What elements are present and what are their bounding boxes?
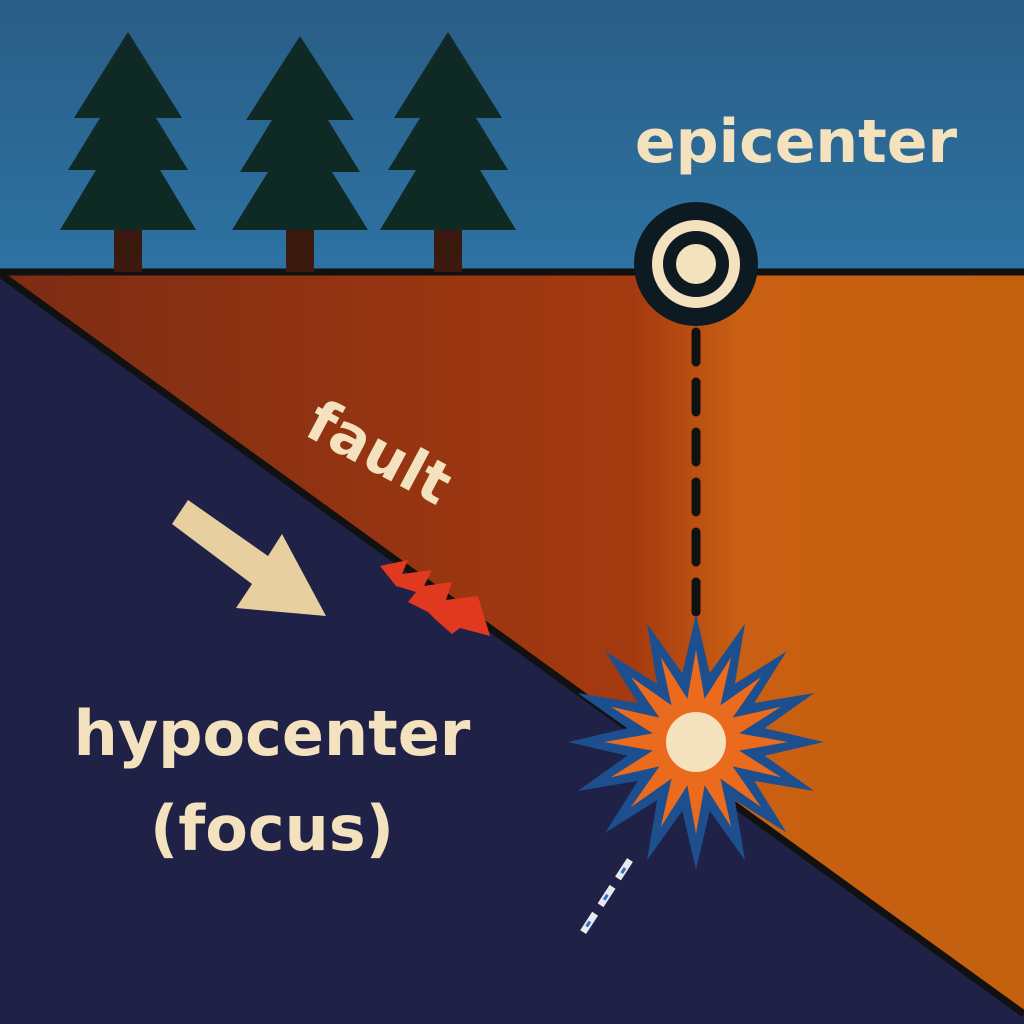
target-icon: [634, 202, 758, 326]
slip-direction-dashes: [575, 858, 633, 942]
arrow-down-right-icon: [172, 500, 326, 616]
hypocenter-label-line1: hypocenter: [74, 697, 471, 770]
epicenter-label: epicenter: [635, 107, 958, 177]
starburst-icon: [568, 614, 824, 870]
zigzag-icon: [380, 560, 490, 636]
hypocenter-label-line2: (focus): [150, 792, 394, 865]
pine-tree-icon: [60, 32, 196, 272]
pine-tree-icon: [232, 36, 368, 272]
fault-line: [0, 271, 1024, 1017]
pine-tree-icon: [380, 32, 516, 272]
